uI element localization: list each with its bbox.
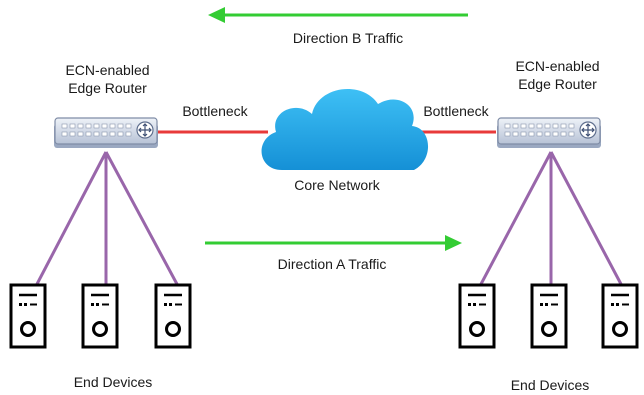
left-end-devices-label: End Devices [73, 374, 153, 390]
right-device-1-icon [458, 283, 496, 349]
right-router-label-line1: ECN-enabled [515, 58, 600, 74]
right-device-3-icon [601, 283, 639, 349]
left-router-icon [53, 117, 159, 149]
right-device-links [478, 151, 624, 287]
cloud-icon [261, 89, 429, 170]
left-router-label-line2: Edge Router [68, 80, 147, 96]
direction-a-label: Direction A Traffic [277, 256, 387, 272]
right-router-icon [496, 117, 602, 149]
left-device-3-icon [154, 283, 192, 349]
left-device-2-icon [81, 283, 119, 349]
right-device-2-icon [530, 283, 568, 349]
bottleneck-right-label: Bottleneck [423, 103, 489, 119]
core-network-label: Core Network [294, 177, 380, 193]
direction-b-arrow [208, 7, 468, 23]
left-device-links [34, 151, 180, 287]
bottleneck-left-label: Bottleneck [182, 103, 248, 119]
direction-a-arrow [205, 235, 462, 251]
right-router-label-line2: Edge Router [518, 76, 597, 92]
direction-b-label: Direction B Traffic [292, 30, 404, 46]
right-end-devices-label: End Devices [510, 377, 590, 393]
left-device-1-icon [9, 283, 47, 349]
left-router-label-line1: ECN-enabled [65, 62, 150, 78]
